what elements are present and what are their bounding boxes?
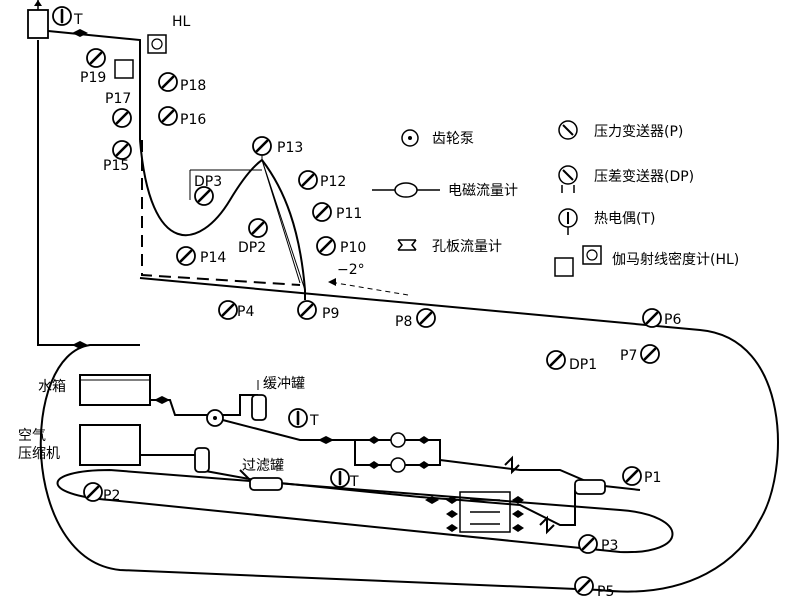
check-valve-icon [504, 455, 555, 535]
em-flowmeter-icon [390, 432, 406, 473]
label-p18: P18 [180, 78, 206, 94]
gauge-p7-icon [640, 344, 660, 364]
gauge-t-top-icon [52, 6, 72, 26]
gauge-p10-icon [316, 236, 336, 256]
label-p17: P17 [105, 91, 131, 107]
separator-icon [27, 9, 49, 39]
gauge-p8-icon [416, 308, 436, 328]
gauge-p3-icon [578, 534, 598, 554]
label-p12: P12 [320, 174, 346, 190]
angle-line [329, 281, 409, 296]
legend-icons [372, 120, 602, 277]
gauge-p14-icon [176, 246, 196, 266]
left-riser-pipe [37, 40, 80, 346]
legend-orifice-flowmeter: 孔板流量计 [432, 239, 502, 255]
legend-thermocouple: 热电偶(T) [594, 211, 655, 227]
label-p13: P13 [277, 140, 303, 156]
gauge-p17-icon [112, 108, 132, 128]
gauge-p15-icon [112, 140, 132, 160]
legend-dp-transmitter: 压差变送器(DP) [594, 169, 694, 185]
legend-em-flowmeter: 电磁流量计 [448, 183, 518, 199]
label-p3: P3 [601, 538, 618, 554]
flow-branch [439, 459, 641, 491]
gauge-dp2-icon [248, 218, 268, 238]
s-riser-pipe [139, 139, 306, 300]
filter-cylinder-icon [249, 477, 283, 491]
label-angle: −2° [337, 262, 365, 278]
top-pipe [37, 29, 141, 140]
gauge-t-mid-icon [288, 408, 308, 428]
inner-loop-pipe [56, 469, 674, 554]
label-hl: HL [172, 14, 191, 30]
label-p6: P6 [664, 312, 681, 328]
pump-to-flowmeters [214, 417, 441, 466]
label-p8: P8 [395, 314, 412, 330]
mixer-icon [574, 479, 606, 495]
label-air-compressor-2: 压缩机 [18, 446, 60, 462]
valve-icons [72, 29, 524, 532]
dashed-return-line [141, 140, 301, 286]
water-tank-icon [79, 374, 151, 406]
label-air-compressor-1: 空气 [18, 428, 46, 444]
legend-gamma-densitometer: 伽马射线密度计(HL) [612, 251, 739, 268]
gauge-dp3-icon [194, 186, 214, 206]
gauge-p11-icon [312, 202, 332, 222]
label-buffer-tank: 缓冲罐 [263, 376, 305, 392]
label-p15: P15 [103, 158, 129, 174]
gauge-p1-icon [622, 466, 642, 486]
air-compressor-icon [79, 424, 141, 466]
gauge-p12-icon [298, 170, 318, 190]
label-p9: P9 [322, 306, 339, 322]
gauge-p4-icon [218, 300, 238, 320]
filter-tank-icon [194, 447, 210, 473]
box-icon [114, 59, 134, 79]
gauge-p2-icon [83, 482, 103, 502]
tank-outlet-pipe [150, 394, 258, 416]
dp3-tap [189, 169, 262, 200]
gauge-t-low-icon [330, 468, 350, 488]
gamma-densitometer-icon [147, 34, 167, 54]
label-p7: P7 [620, 348, 637, 364]
label-dp3: DP3 [194, 174, 222, 190]
label-dp1: DP1 [569, 357, 597, 373]
gauge-dp1-icon [546, 350, 566, 370]
label-water-tank: 水箱 [38, 379, 66, 395]
label-p4: P4 [237, 304, 254, 320]
label-dp2: DP2 [238, 240, 266, 256]
label-p11: P11 [336, 206, 362, 222]
gauge-p13-icon [252, 136, 272, 156]
gauge-p9-icon [297, 300, 317, 320]
gear-pump-icon [206, 409, 224, 427]
label-p16: P16 [180, 112, 206, 128]
label-p19: P19 [80, 70, 106, 86]
label-p2: P2 [103, 488, 120, 504]
label-p14: P14 [200, 250, 226, 266]
label-p5: P5 [597, 584, 614, 600]
buffer-tank-icon [251, 394, 267, 421]
orifice-flowmeter-icon [459, 491, 511, 533]
label-p10: P10 [340, 240, 366, 256]
gauge-p5-icon [574, 576, 594, 596]
outer-loop-pipe [39, 277, 779, 593]
orifice-branch [239, 469, 576, 526]
label-t-low: T [349, 474, 359, 490]
gauge-p19-icon [86, 48, 106, 68]
label-t-top: T [73, 12, 83, 28]
gauge-p16-icon [158, 106, 178, 126]
legend-pressure-transmitter: 压力变送器(P) [594, 124, 683, 140]
label-p1: P1 [644, 470, 661, 486]
label-t-mid: T [309, 413, 319, 429]
gauge-p6-icon [642, 308, 662, 328]
legend-gear-pump: 齿轮泵 [432, 131, 474, 147]
label-filter-tank: 过滤罐 [242, 458, 284, 474]
gauge-p18-icon [158, 72, 178, 92]
